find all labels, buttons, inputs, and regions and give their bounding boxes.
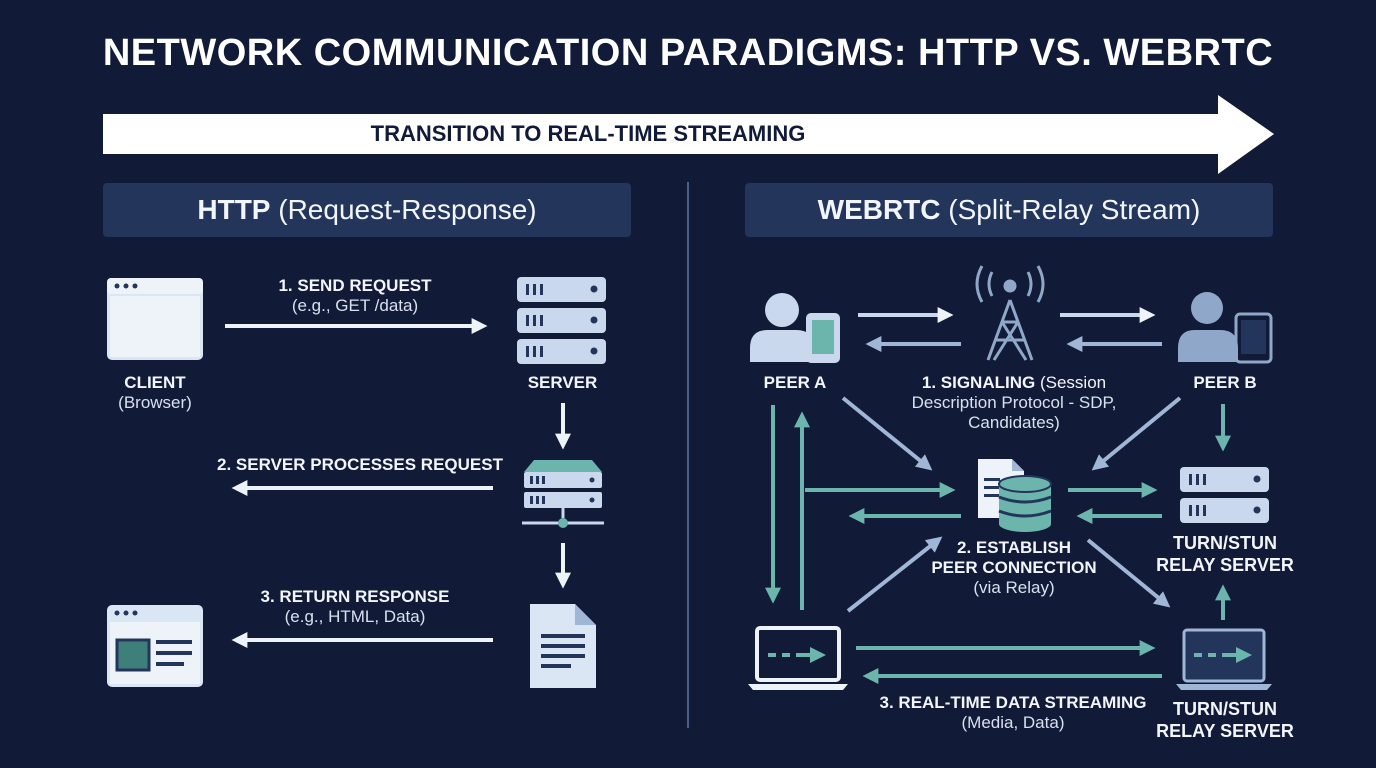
send-request-title: 1. SEND REQUEST xyxy=(278,276,432,295)
peer-b-to-hub-arrow xyxy=(1091,396,1182,471)
document-icon xyxy=(530,604,596,688)
laptop-a-icon xyxy=(748,626,848,690)
peer-a-label: PEER A xyxy=(735,373,855,393)
peer-a-person-icon xyxy=(750,293,814,362)
page-title: NETWORK COMMUNICATION PARADIGMS: HTTP VS… xyxy=(102,32,1274,74)
signaling-line2: Description Protocol - SDP, xyxy=(911,393,1117,412)
return-response-sub: (e.g., HTML, Data) xyxy=(284,607,426,626)
http-header-rest: (Request-Response) xyxy=(270,194,537,225)
peer-b-title: PEER B xyxy=(1193,373,1257,392)
relay-bottom-line1: TURN/STUN xyxy=(1173,699,1277,719)
banner-label: TRANSITION TO REAL-TIME STREAMING xyxy=(370,121,806,146)
peer-b-label: PEER B xyxy=(1165,373,1285,393)
streaming-title: 3. REAL-TIME DATA STREAMING xyxy=(879,693,1147,712)
browser-window-icon xyxy=(107,278,203,360)
signaling-rest: (Session xyxy=(1035,373,1107,392)
laptop-a-to-hub-arrow xyxy=(846,536,943,613)
streaming-label: 3. REAL-TIME DATA STREAMING (Media, Data… xyxy=(858,693,1168,733)
signaling-label: 1. SIGNALING (Session Description Protoc… xyxy=(880,373,1148,433)
peer-b-person-icon xyxy=(1178,292,1238,362)
relay-top-line1: TURN/STUN xyxy=(1173,533,1277,553)
processes-request-title: 2. SERVER PROCESSES REQUEST xyxy=(217,455,503,474)
relay-server-top-icon xyxy=(1180,467,1269,523)
hub-to-laptop-b-arrow xyxy=(1086,538,1171,608)
signaling-bold: 1. SIGNALING xyxy=(921,373,1036,392)
rendered-page-icon xyxy=(107,605,203,687)
processes-request-label: 2. SERVER PROCESSES REQUEST xyxy=(200,455,520,475)
establish-sub: (via Relay) xyxy=(973,578,1055,597)
server-title: SERVER xyxy=(527,373,598,392)
client-sub: (Browser) xyxy=(118,393,192,412)
peer-a-title: PEER A xyxy=(763,373,827,392)
peer-b-tablet-icon xyxy=(1234,312,1273,364)
http-panel-header: HTTP (Request-Response) xyxy=(103,183,631,237)
signaling-line3: Candidates) xyxy=(968,413,1060,432)
relay-bottom-line2: RELAY SERVER xyxy=(1156,721,1294,741)
establish-connection-label: 2. ESTABLISH PEER CONNECTION (via Relay) xyxy=(910,538,1118,598)
peer-a-phone-icon xyxy=(806,313,840,363)
server-label: SERVER xyxy=(490,373,635,393)
http-header-bold: HTTP xyxy=(197,194,271,225)
return-response-title: 3. RETURN RESPONSE xyxy=(260,587,450,606)
webrtc-header-rest: (Split-Relay Stream) xyxy=(940,194,1201,225)
establish-line2: PEER CONNECTION xyxy=(931,558,1097,577)
laptop-b-icon xyxy=(1176,628,1272,690)
database-icon xyxy=(998,475,1052,532)
send-request-label: 1. SEND REQUEST (e.g., GET /data) xyxy=(235,276,475,316)
signaling-line1: 1. SIGNALING (Session xyxy=(880,373,1148,393)
establish-line1: 2. ESTABLISH xyxy=(957,538,1071,557)
send-request-sub: (e.g., GET /data) xyxy=(291,296,419,315)
signal-tower-icon xyxy=(975,265,1045,361)
relay-server-bottom-label: TURN/STUN RELAY SERVER xyxy=(1145,698,1305,742)
peer-a-to-hub-arrow xyxy=(841,396,933,471)
processing-server-icon xyxy=(522,460,604,528)
webrtc-header-bold: WEBRTC xyxy=(817,194,941,225)
streaming-sub: (Media, Data) xyxy=(961,713,1065,732)
client-label: CLIENT (Browser) xyxy=(80,373,230,413)
relay-top-line2: RELAY SERVER xyxy=(1156,555,1294,575)
webrtc-panel-header: WEBRTC (Split-Relay Stream) xyxy=(745,183,1273,237)
return-response-label: 3. RETURN RESPONSE (e.g., HTML, Data) xyxy=(235,587,475,627)
relay-server-top-label: TURN/STUN RELAY SERVER xyxy=(1145,532,1305,576)
client-title: CLIENT xyxy=(124,373,186,392)
server-rack-icon xyxy=(517,277,606,364)
